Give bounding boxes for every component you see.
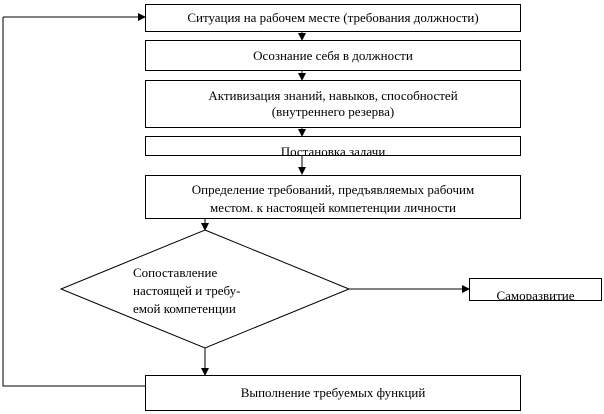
step-task-setting: Постановка задачи: [145, 136, 521, 156]
step-self-awareness: Осознание себя в должности: [145, 40, 521, 71]
decision-label: Сопоставление настоящей и требу- емой ко…: [133, 264, 273, 318]
step-label: Выполнение требуемых функций: [240, 385, 426, 400]
self-development-box: Саморазвитие: [469, 278, 602, 301]
step-label-line: (внутреннего резерва): [271, 104, 395, 119]
step-requirements: Определение требований, предъявляемых ра…: [145, 175, 521, 219]
step-label-line: Определение требований, предъявляемых ра…: [191, 182, 475, 197]
decision-line: емой компетенции: [133, 301, 236, 316]
step-situation: Ситуация на рабочем месте (требования до…: [145, 4, 521, 32]
step-label: Ситуация на рабочем месте (требования до…: [187, 10, 479, 25]
feedback-loop: [2, 17, 145, 387]
decision-line: настоящей и требу-: [133, 283, 241, 298]
step-perform-functions: Выполнение требуемых функций: [145, 375, 521, 411]
decision-line: Сопоставление: [133, 265, 218, 280]
step-label: Саморазвитие: [496, 288, 575, 301]
step-label: Постановка задачи: [280, 144, 386, 156]
step-label-line: Активизация знаний, навыков, способносте…: [208, 88, 458, 103]
step-label: Осознание себя в должности: [253, 48, 413, 63]
step-label-line: местом. к настоящей компетенции личности: [210, 200, 456, 215]
step-activation: Активизация знаний, навыков, способносте…: [145, 80, 521, 128]
